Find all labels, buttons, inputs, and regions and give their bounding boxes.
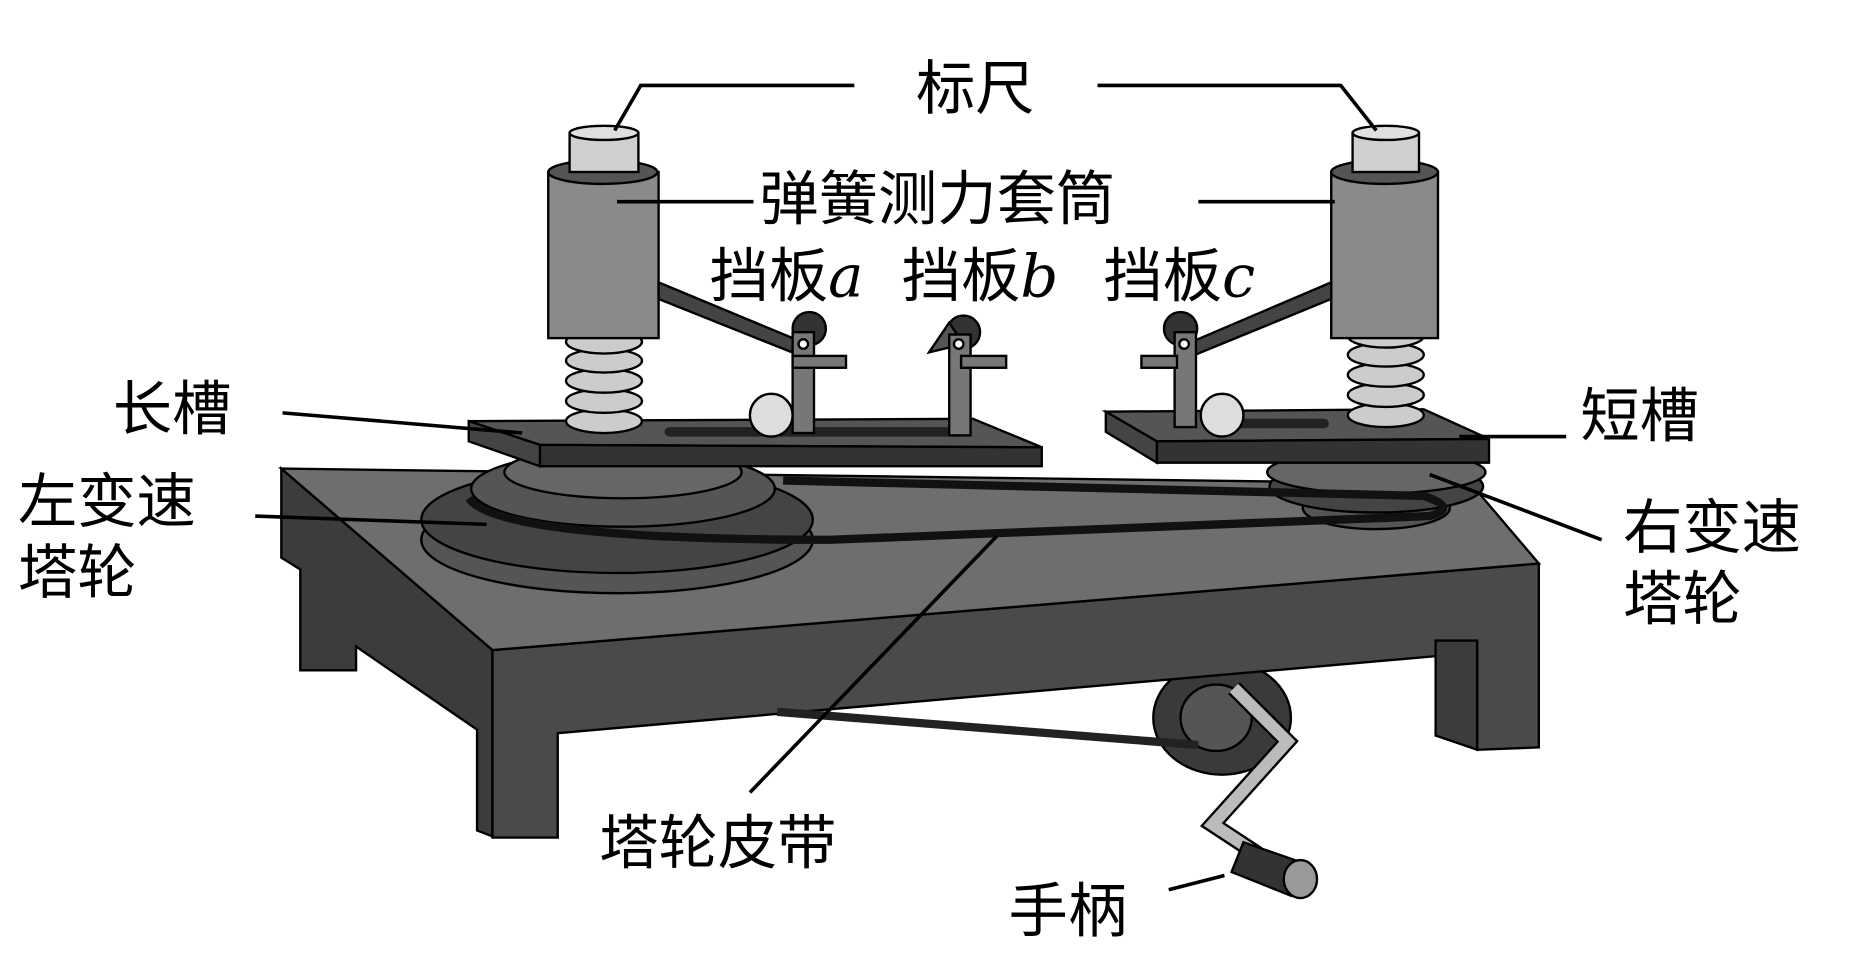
label-belt: 塔轮皮带 (599, 809, 836, 878)
baffle-a (657, 280, 848, 435)
label-baffle-a: 挡板a (710, 242, 864, 311)
right-spring-sleeve (1330, 124, 1440, 429)
left-tower-pulley (420, 444, 814, 595)
ball-right (1199, 392, 1245, 438)
label-right-pulley-1: 右变速 (1623, 493, 1801, 562)
baffle-b (926, 314, 1008, 437)
crank-handle (1199, 682, 1319, 900)
label-ruler: 标尺 (916, 54, 1035, 123)
belt-lower (776, 707, 1199, 750)
label-baffle-c: 挡板c (1103, 242, 1255, 311)
label-left-pulley-1: 左变速 (18, 467, 196, 536)
ball-left (748, 392, 794, 438)
label-baffle-b: 挡板b (902, 242, 1059, 311)
label-short-slot: 短槽 (1580, 382, 1699, 451)
baffle-c (1140, 280, 1333, 429)
label-right-pulley-2: 塔轮 (1623, 564, 1742, 633)
label-handle: 手柄 (1009, 876, 1128, 945)
short-slot-plate (1101, 408, 1491, 465)
left-spring-sleeve (547, 124, 660, 435)
label-spring-sleeve: 弹簧测力套筒 (759, 164, 1115, 233)
label-left-pulley-2: 塔轮 (18, 538, 137, 607)
tower-pulley-belt (465, 476, 1448, 544)
leader-lines (255, 83, 1603, 892)
label-long-slot: 长槽 (113, 374, 232, 443)
